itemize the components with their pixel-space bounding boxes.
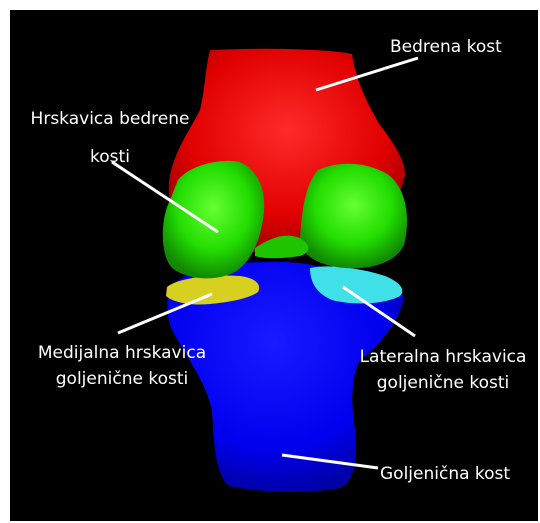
label-tibia-text: Goljenična kost	[380, 461, 510, 487]
label-femoral-cartilage-line1: Hrskavica bedrene	[10, 100, 210, 138]
label-lateral-line2: goljenične kosti	[343, 370, 540, 396]
label-medial-line2: goljenične kosti	[12, 366, 232, 392]
label-femoral-cartilage-line2: kosti	[10, 138, 210, 176]
label-lateral-tibial-cartilage: Lateralna hrskavica goljenične kosti	[343, 344, 540, 396]
label-tibia: Goljenična kost	[380, 461, 510, 487]
label-medial-tibial-cartilage: Medijalna hrskavica goljenične kosti	[12, 340, 232, 392]
label-medial-line1: Medijalna hrskavica	[12, 340, 232, 366]
femoral-cartilage-right-shape	[300, 164, 407, 269]
label-femur-text: Bedrena kost	[390, 34, 502, 60]
label-lateral-line1: Lateralna hrskavica	[343, 344, 540, 370]
label-femoral-cartilage: Hrskavica bedrene kosti	[10, 100, 210, 176]
label-femur: Bedrena kost	[390, 34, 502, 60]
